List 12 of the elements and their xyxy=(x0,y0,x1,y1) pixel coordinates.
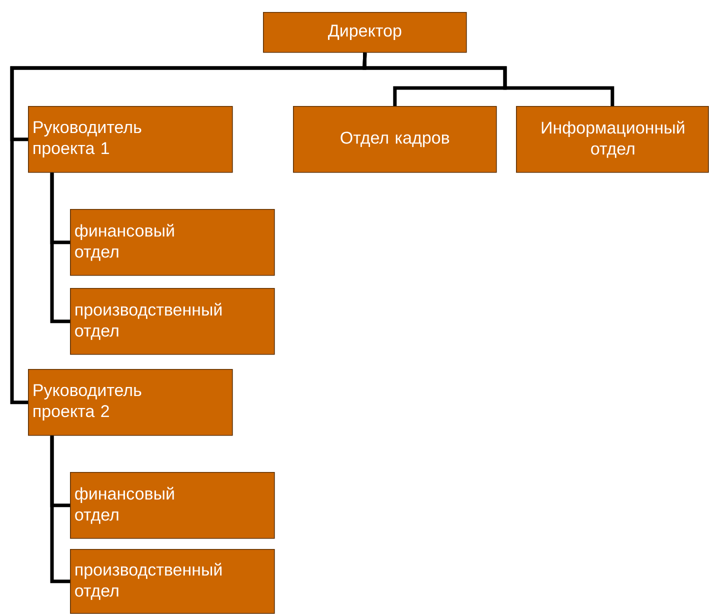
connector-line xyxy=(10,52,367,404)
connector-line xyxy=(50,172,70,324)
org-box: финансовый отдел xyxy=(70,472,275,539)
org-box: финансовый отдел xyxy=(70,209,275,276)
org-box: производственный отдел xyxy=(70,288,275,355)
org-box: Руководитель проекта 1 xyxy=(28,106,233,173)
org-box: Руководитель проекта 2 xyxy=(28,369,233,436)
org-box: Директор xyxy=(263,12,467,53)
org-box: производственный отдел xyxy=(70,549,275,614)
connector-line xyxy=(50,436,70,584)
org-box: Отдел кадров xyxy=(293,106,497,173)
org-box: Информационный отдел xyxy=(516,106,709,173)
